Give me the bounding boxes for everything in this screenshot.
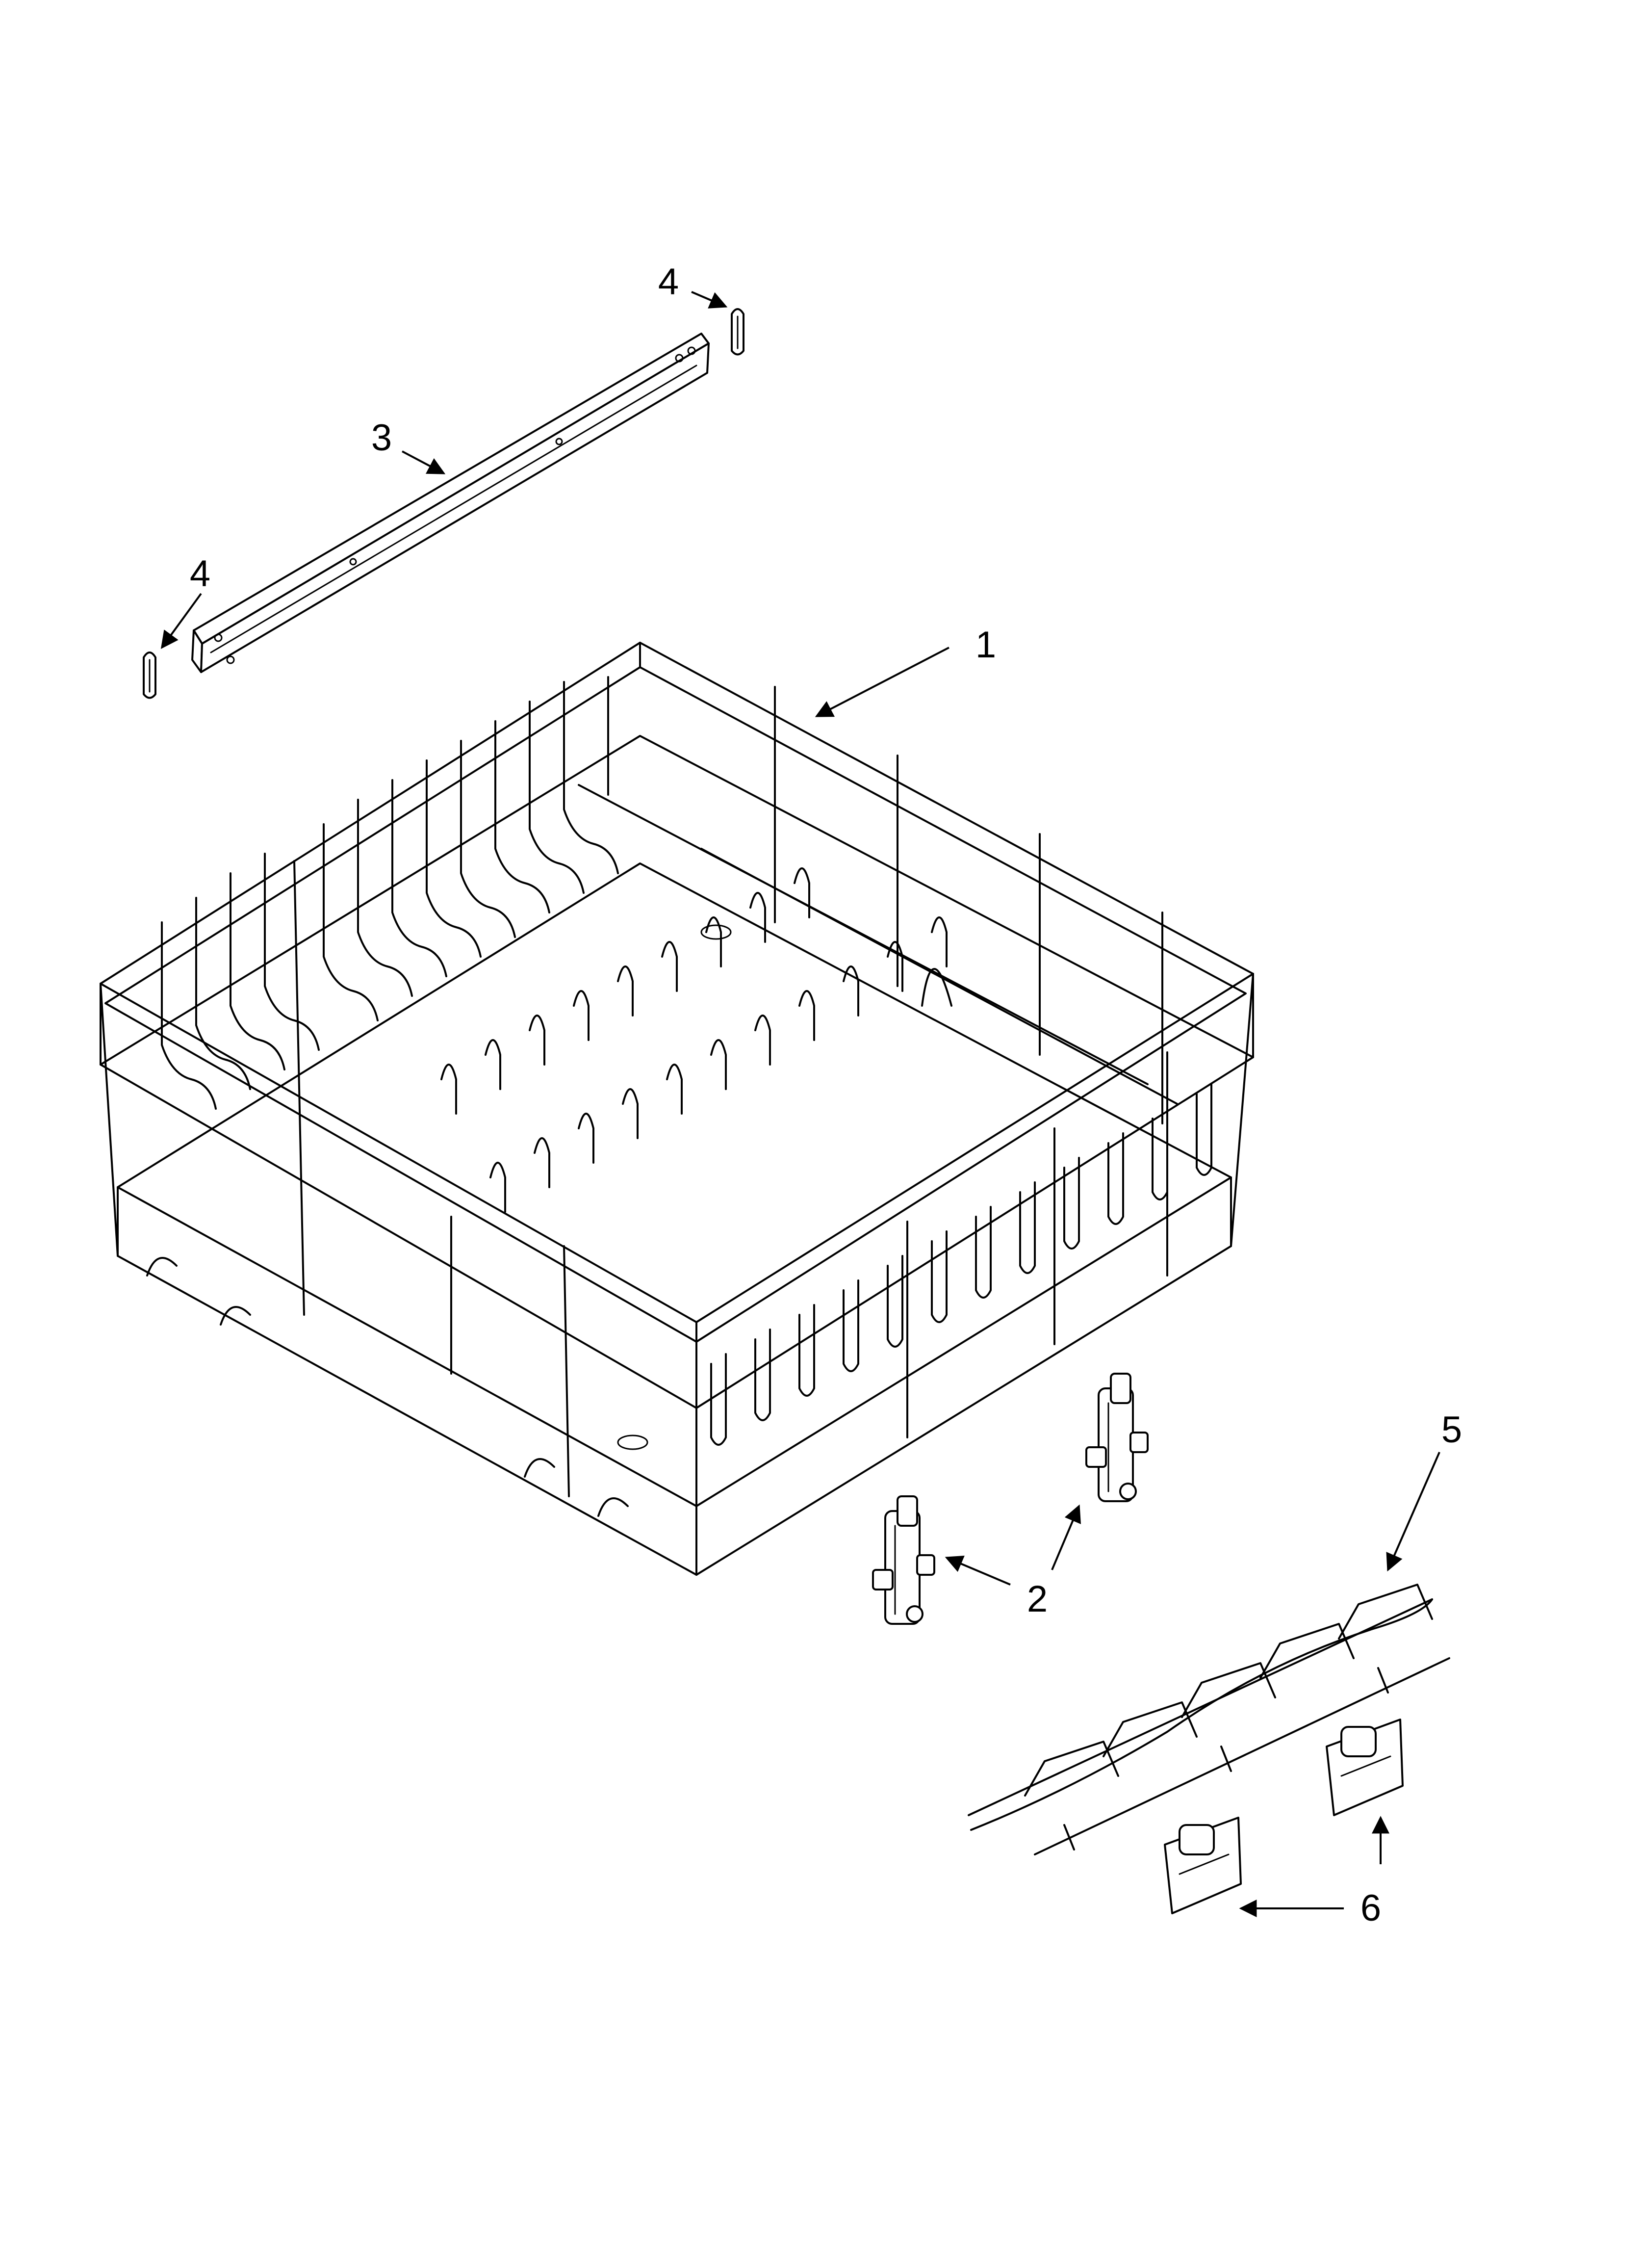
leader-4a xyxy=(160,593,202,649)
callout-4-left: 4 xyxy=(190,553,210,595)
leader-2b xyxy=(1051,1504,1081,1570)
clip-part-6-back xyxy=(1326,1719,1404,1816)
clip-part-4-left xyxy=(143,652,156,699)
adjuster-part-2-left xyxy=(872,1495,935,1625)
callout-4-right: 4 xyxy=(658,261,679,303)
dishrack-part-1 xyxy=(100,642,1254,1576)
clip-part-6-front xyxy=(1164,1817,1242,1914)
adjuster-part-2-right xyxy=(1085,1373,1149,1502)
callout-3: 3 xyxy=(371,417,392,459)
callout-5: 5 xyxy=(1441,1409,1462,1451)
rail-part-3 xyxy=(191,333,710,673)
leader-4b xyxy=(691,291,728,309)
callout-1: 1 xyxy=(975,624,996,666)
leader-5 xyxy=(1386,1452,1440,1572)
callout-6: 6 xyxy=(1360,1887,1381,1929)
callout-2: 2 xyxy=(1027,1578,1048,1620)
leader-1 xyxy=(815,647,949,717)
tine-row-part-5 xyxy=(968,1584,1450,1855)
clip-part-4-right xyxy=(731,308,744,356)
leader-3 xyxy=(402,450,446,474)
leader-2a xyxy=(945,1556,1011,1586)
